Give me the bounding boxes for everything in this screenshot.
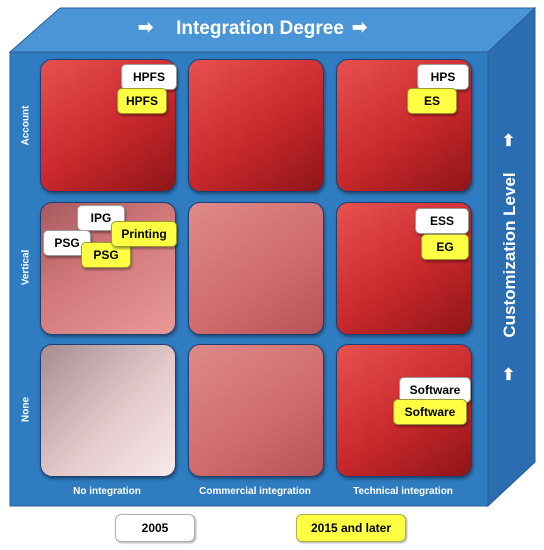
legend-2005: 2005 (115, 514, 195, 542)
tag-2005: HPS (417, 64, 469, 90)
row-label-vertical: Vertical (20, 249, 32, 286)
tag-2005: HPFS (121, 64, 177, 90)
column-label-technical: Technical integration (353, 486, 453, 497)
tag-2005: IPG (77, 205, 125, 231)
cell-none-no-integration (40, 344, 176, 477)
tag-2005: Software (399, 377, 471, 403)
column-label-no-integration: No integration (73, 486, 141, 497)
tag-2015: EG (421, 234, 469, 260)
row-label-account: Account (20, 105, 32, 146)
cell-none-commercial (188, 344, 324, 477)
arrow-up-icon: ➡ (500, 367, 518, 381)
tag-2005: ESS (415, 208, 469, 234)
tag-2015: ES (407, 88, 457, 114)
column-label-commercial: Commercial integration (199, 486, 311, 497)
tag-2015: Software (393, 399, 467, 425)
customization-level-title: Customization Level (500, 172, 519, 338)
tag-2015: Printing (111, 221, 177, 247)
cell-vertical-commercial (188, 202, 324, 335)
arrow-right-icon: ➡ (352, 17, 368, 37)
cell-vertical-technical: ESS EG (336, 202, 472, 335)
legend-2015-and-later: 2015 and later (296, 514, 406, 542)
tag-2015: HPFS (117, 88, 167, 114)
cell-account-no-integration: HPFS HPFS (40, 59, 177, 192)
row-label-none: None (20, 397, 32, 422)
cell-vertical-no-integration: IPG PSG PSG Printing (40, 202, 177, 335)
arrow-right-icon: ➡ (138, 17, 154, 37)
cell-account-commercial (188, 59, 324, 192)
integration-degree-title: Integration Degree (176, 18, 344, 39)
cell-none-technical: Software Software (336, 344, 472, 477)
cell-account-technical: HPS ES (336, 59, 472, 192)
